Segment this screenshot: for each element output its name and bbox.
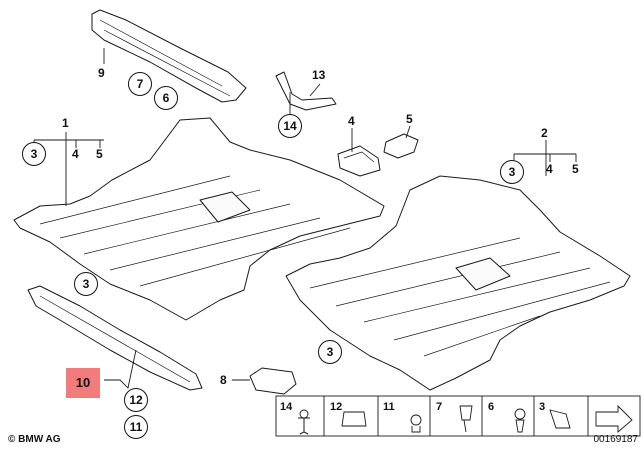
callout-3-lower-left: 3 (74, 272, 98, 296)
callout-11: 11 (124, 415, 148, 439)
part-5-shape (383, 133, 419, 159)
label-5-cover: 5 (406, 112, 413, 126)
part-10-highlight[interactable]: 10 (66, 368, 100, 398)
callout-14: 14 (278, 114, 302, 138)
legend-label-14: 14 (280, 401, 293, 413)
label-8: 8 (220, 373, 227, 387)
part-1-shape (13, 117, 385, 321)
label-2: 2 (541, 126, 548, 140)
legend-label-7: 7 (436, 401, 443, 413)
copyright-notice: © BMW AG (8, 434, 61, 445)
part-2-shape (285, 175, 631, 391)
callout-3-left: 3 (22, 142, 46, 166)
label-5-left: 5 (96, 147, 103, 161)
part-9-shape (91, 9, 247, 103)
part-8-shape (249, 367, 297, 395)
legend-label-12: 12 (330, 401, 343, 413)
callout-3-right: 3 (500, 160, 524, 184)
label-13: 13 (312, 68, 326, 82)
label-9: 9 (98, 66, 105, 80)
hardware-legend (275, 395, 641, 437)
legend-label-6: 6 (488, 401, 495, 413)
label-4-right: 4 (546, 162, 553, 176)
callout-3-lower-right: 3 (318, 340, 342, 364)
part-13-shape (275, 71, 337, 111)
image-number: 00169187 (593, 434, 639, 445)
callout-12: 12 (124, 388, 148, 412)
label-1: 1 (62, 116, 69, 130)
label-4-left: 4 (72, 147, 79, 161)
callout-7: 7 (128, 72, 152, 96)
label-4-bracket: 4 (348, 114, 355, 128)
callout-6: 6 (154, 86, 178, 110)
label-5-right: 5 (572, 162, 579, 176)
legend-label-11: 11 (383, 401, 395, 413)
legend-label-3: 3 (539, 401, 546, 413)
part-4-shape (337, 145, 381, 177)
